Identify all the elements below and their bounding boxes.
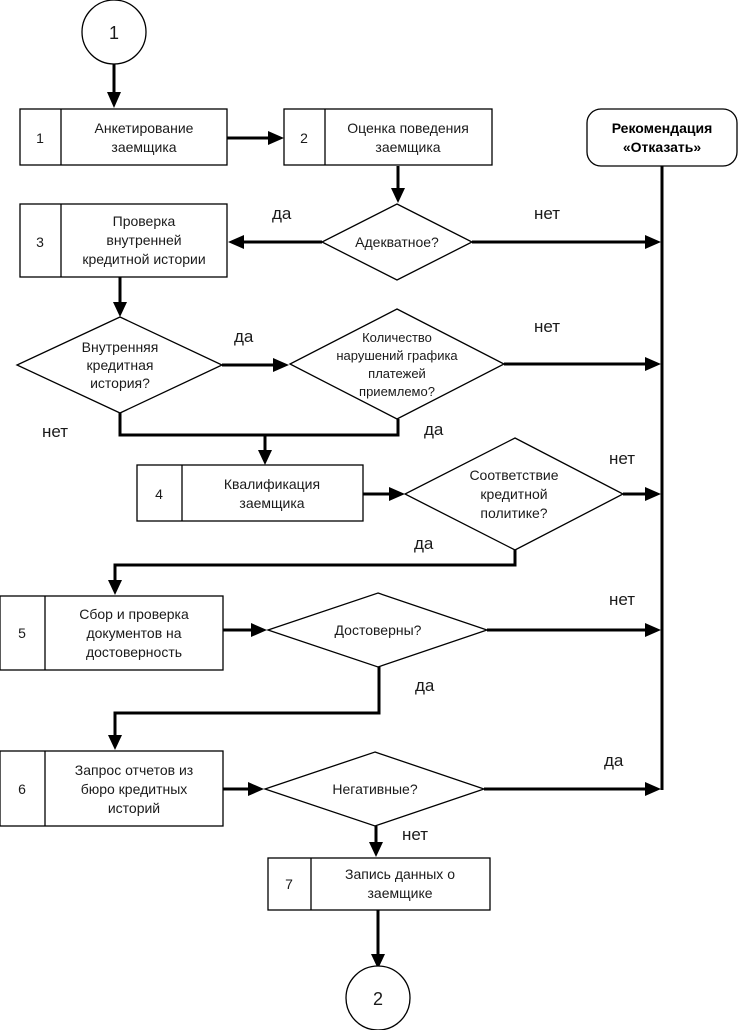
- decision-credit-policy-line-1: Соответствие: [469, 467, 558, 483]
- label-d3-no: нет: [534, 317, 560, 336]
- process-4-line-2: заемщика: [239, 495, 304, 511]
- arrowhead: [369, 842, 383, 857]
- decision-internal-history: Внутренняя кредитная история?: [15, 316, 224, 414]
- process-6-line-2: бюро кредитных: [81, 781, 188, 797]
- label-d3-yes: да: [424, 420, 444, 439]
- arrowhead: [113, 302, 127, 317]
- arrowhead: [391, 188, 405, 203]
- arrowhead: [645, 235, 661, 249]
- terminal-line-1: Рекомендация: [612, 120, 713, 136]
- decision-internal-history-line-1: Внутренняя: [82, 339, 159, 355]
- process-3-line-2: внутренней: [106, 232, 181, 248]
- label-d4-no: нет: [609, 449, 635, 468]
- arrowhead: [251, 623, 267, 637]
- decision-negative: Негативные?: [262, 751, 487, 827]
- process-4-number: 4: [155, 486, 163, 502]
- process-2-line-2: заемщика: [375, 139, 440, 155]
- process-6-line-1: Запрос отчетов из: [75, 762, 193, 778]
- process-5-line-1: Сбор и проверка: [79, 606, 189, 622]
- arrowhead: [108, 735, 122, 750]
- decision-negative-line-1: Негативные?: [332, 781, 417, 797]
- process-3: 3 Проверка внутренней кредитной истории: [19, 203, 228, 278]
- decision-adequate: Адекватное?: [320, 203, 474, 281]
- process-2-number: 2: [300, 130, 308, 146]
- label-d5-yes: да: [415, 676, 435, 695]
- edge-d4-yes: [113, 550, 517, 584]
- process-6: 6 Запрос отчетов из бюро кредитных истор…: [0, 750, 224, 827]
- process-1-line-1: Анкетирование: [95, 120, 194, 136]
- process-4: 4 Квалификация заемщика: [136, 464, 364, 522]
- label-d6-no: нет: [402, 825, 428, 844]
- decision-violations-line-1: Количество: [362, 330, 432, 345]
- edge-labels: да нет да нет нет да нет да нет да да не…: [42, 204, 635, 844]
- process-6-line-3: историй: [108, 800, 160, 816]
- process-1-number: 1: [36, 130, 44, 146]
- process-7-number: 7: [285, 876, 293, 892]
- decision-violations-line-3: платежей: [368, 366, 426, 381]
- label-d2-no: нет: [42, 422, 68, 441]
- label-d1-yes: да: [272, 204, 292, 223]
- decision-internal-history-line-2: кредитная: [87, 357, 154, 373]
- start-connector: 1: [81, 0, 147, 65]
- arrowhead: [645, 782, 661, 796]
- decision-reliable: Достоверны?: [265, 592, 490, 668]
- decision-adequate-line-1: Адекватное?: [355, 234, 439, 250]
- process-2-line-1: Оценка поведения: [347, 120, 469, 136]
- process-3-number: 3: [36, 234, 44, 250]
- decision-reliable-line-1: Достоверны?: [335, 622, 422, 638]
- decision-credit-policy-line-2: кредитной: [480, 486, 547, 502]
- arrowhead: [258, 450, 272, 465]
- arrowhead: [248, 782, 264, 796]
- process-6-number: 6: [18, 781, 26, 797]
- process-5-line-3: достоверность: [86, 644, 182, 660]
- process-1: 1 Анкетирование заемщика: [19, 108, 228, 166]
- arrowhead: [268, 131, 284, 145]
- process-1-line-2: заемщика: [111, 139, 176, 155]
- arrowhead: [228, 235, 244, 249]
- connector-lines: [107, 64, 664, 969]
- edge-d5-yes: [113, 667, 381, 739]
- decision-violations-acceptable: Количество нарушений графика платежей пр…: [288, 308, 506, 420]
- process-3-line-3: кредитной истории: [82, 251, 205, 267]
- terminal-line-2: «Отказать»: [623, 139, 702, 155]
- process-5: 5 Сбор и проверка документов на достовер…: [0, 595, 224, 671]
- arrowhead: [108, 580, 122, 595]
- decision-violations-line-2: нарушений графика: [336, 348, 458, 363]
- edge-d2-no-d3-yes-merge: [118, 413, 400, 437]
- arrowhead: [389, 487, 405, 501]
- decision-credit-policy: Соответствие кредитной политике?: [403, 437, 625, 551]
- process-7: 7 Запись данных о заемщике: [267, 857, 491, 911]
- label-d6-yes: да: [604, 751, 624, 770]
- label-d4-yes: да: [414, 534, 434, 553]
- process-3-line-1: Проверка: [113, 213, 176, 229]
- terminal-reject: Рекомендация «Отказать»: [586, 108, 738, 167]
- decision-violations-line-4: приемлемо?: [359, 384, 435, 399]
- process-5-number: 5: [18, 625, 26, 641]
- decision-credit-policy-line-3: политике?: [480, 505, 547, 521]
- arrowhead: [645, 623, 661, 637]
- arrowhead: [371, 954, 385, 969]
- arrowhead: [645, 357, 661, 371]
- label-d5-no: нет: [609, 590, 635, 609]
- end-connector-label: 2: [373, 989, 383, 1009]
- process-5-line-2: документов на: [86, 625, 181, 641]
- process-7-line-2: заемщике: [367, 885, 432, 901]
- end-connector: 2: [345, 965, 411, 1030]
- decision-internal-history-line-3: история?: [90, 375, 150, 391]
- start-connector-label: 1: [109, 23, 119, 43]
- process-4-line-1: Квалификация: [224, 476, 320, 492]
- label-d2-yes: да: [234, 327, 254, 346]
- process-2: 2 Оценка поведения заемщика: [283, 108, 493, 166]
- label-d1-no: нет: [534, 204, 560, 223]
- arrowhead: [645, 487, 661, 501]
- arrowhead: [273, 358, 289, 372]
- arrowhead: [107, 92, 121, 108]
- process-7-line-1: Запись данных о: [345, 866, 455, 882]
